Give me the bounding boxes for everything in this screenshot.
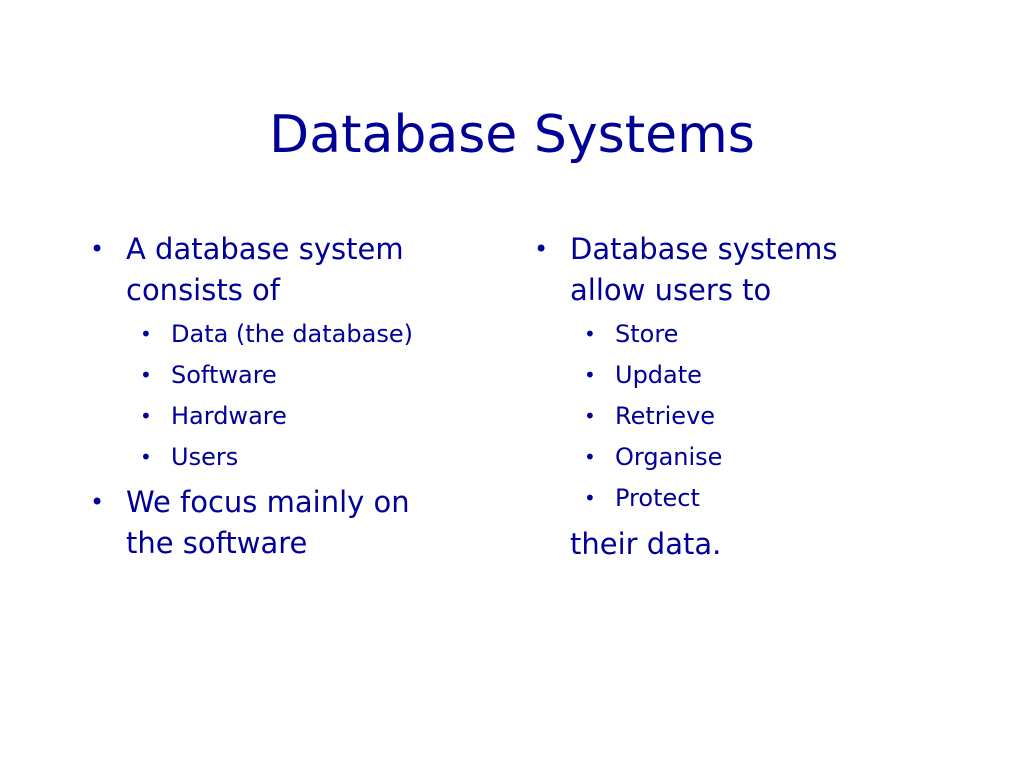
sub-list-item: • Software — [126, 355, 486, 396]
sub-list-item: • Organise — [570, 437, 950, 478]
bullet-icon: • — [140, 363, 152, 387]
bullet-icon: • — [534, 235, 549, 263]
bullet-icon: • — [140, 322, 152, 346]
sub-item-text: Users — [171, 443, 239, 471]
left-column: • A database system consists of • Data (… — [86, 229, 486, 564]
bullet-icon: • — [90, 488, 105, 516]
sub-item-text: Hardware — [171, 402, 287, 430]
sub-item-text: Update — [615, 361, 702, 389]
bullet-icon: • — [140, 404, 152, 428]
sub-list-item: • Protect — [570, 478, 950, 519]
item-text-line: We focus mainly on — [126, 485, 410, 519]
sub-item-text: Data (the database) — [171, 320, 413, 348]
sub-list-item: • Retrieve — [570, 396, 950, 437]
sub-item-text: Store — [615, 320, 679, 348]
sub-list-item: • Users — [126, 437, 486, 478]
bullet-icon: • — [584, 363, 596, 387]
bullet-icon: • — [584, 445, 596, 469]
bullet-icon: • — [584, 404, 596, 428]
left-bullet-list: • A database system consists of • Data (… — [86, 229, 486, 564]
sub-list-item: • Store — [570, 314, 950, 355]
right-column: • Database systems allow users to • Stor… — [530, 229, 950, 565]
list-item: • A database system consists of • Data (… — [86, 229, 486, 478]
bullet-icon: • — [90, 235, 105, 263]
list-item: • We focus mainly on the software — [86, 482, 486, 564]
slide-title: Database Systems — [269, 105, 755, 165]
sub-item-text: Protect — [615, 484, 700, 512]
right-sub-list: • Store • Update • Retrieve • Organise — [570, 314, 950, 519]
left-sub-list: • Data (the database) • Software • Hardw… — [126, 314, 486, 478]
sub-item-text: Organise — [615, 443, 723, 471]
item-text-line: the software — [126, 526, 308, 560]
bullet-icon: • — [140, 445, 152, 469]
sub-list-item: • Hardware — [126, 396, 486, 437]
item-text-line: Database systems — [570, 232, 838, 266]
sub-list-item: • Update — [570, 355, 950, 396]
bullet-icon: • — [584, 486, 596, 510]
bullet-icon: • — [584, 322, 596, 346]
right-bullet-list: • Database systems allow users to • Stor… — [530, 229, 950, 519]
item-text-line: A database system — [126, 232, 404, 266]
item-text-line: consists of — [126, 273, 280, 307]
sub-item-text: Software — [171, 361, 277, 389]
continuation-text: their data. — [570, 527, 722, 561]
sub-item-text: Retrieve — [615, 402, 716, 430]
sub-list-item: • Data (the database) — [126, 314, 486, 355]
item-text-line: allow users to — [570, 273, 772, 307]
list-item: • Database systems allow users to • Stor… — [530, 229, 950, 519]
